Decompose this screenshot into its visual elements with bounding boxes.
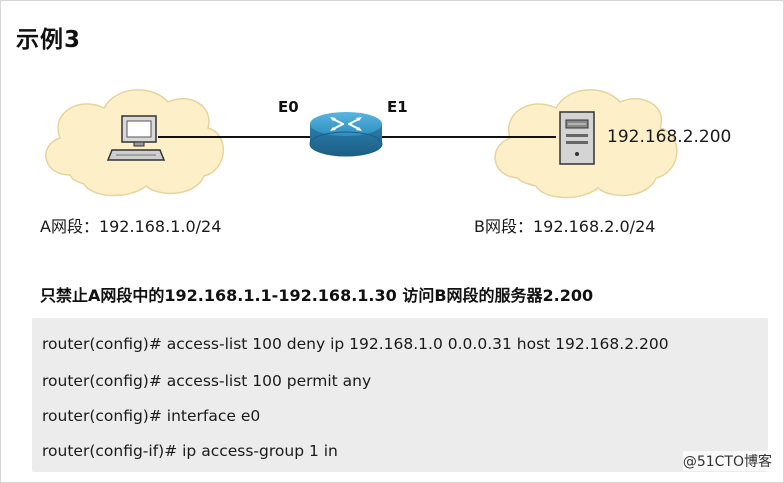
- port-label-e1: E1: [387, 98, 408, 116]
- segment-b-label: B网段：192.168.2.0/24: [474, 217, 656, 236]
- command-block: [32, 318, 768, 472]
- server-icon: [559, 111, 595, 165]
- command-line: router(config)# access-list 100 permit a…: [42, 372, 372, 390]
- segment-a-label: A网段：192.168.1.0/24: [40, 217, 222, 236]
- command-line: router(config-if)# ip access-group 1 in: [42, 442, 338, 460]
- command-line: router(config)# interface e0: [42, 407, 261, 425]
- port-label-e0: E0: [278, 98, 299, 116]
- watermark: @51CTO博客: [682, 451, 772, 471]
- pc-icon: [106, 115, 166, 161]
- rule-description: 只禁止A网段中的192.168.1.1-192.168.1.30 访问B网段的服…: [40, 286, 594, 305]
- server-ip-label: 192.168.2.200: [607, 127, 732, 147]
- slide-title: 示例3: [16, 27, 82, 53]
- command-line: router(config)# access-list 100 deny ip …: [42, 335, 669, 353]
- router-icon: [309, 112, 383, 157]
